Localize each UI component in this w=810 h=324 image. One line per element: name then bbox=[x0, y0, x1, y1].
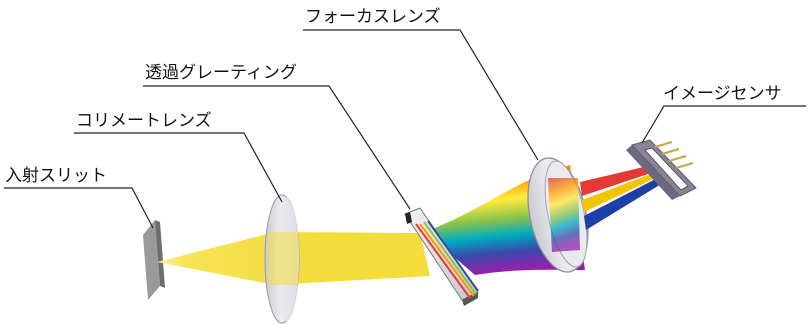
focused-rays bbox=[580, 162, 671, 230]
label-grating-text: 透過グレーティング bbox=[145, 63, 297, 83]
label-focus-lens-text: フォーカスレンズ bbox=[305, 7, 441, 27]
focus-lens bbox=[527, 157, 589, 273]
label-sensor-text: イメージセンサ bbox=[663, 84, 782, 104]
label-sensor: イメージセンサ bbox=[641, 84, 806, 144]
label-focus-lens: フォーカスレンズ bbox=[303, 7, 539, 161]
label-collimator: コリメートレンズ bbox=[74, 111, 283, 203]
label-grating: 透過グレーティング bbox=[143, 63, 411, 210]
label-slit: 入射スリット bbox=[4, 166, 154, 229]
entrance-slit bbox=[143, 220, 165, 300]
sensor-pins bbox=[654, 141, 694, 169]
transmission-grating bbox=[404, 207, 479, 306]
collimator-lens bbox=[264, 194, 300, 324]
image-sensor bbox=[626, 139, 697, 200]
label-collimator-text: コリメートレンズ bbox=[76, 111, 212, 131]
light-beam bbox=[157, 232, 430, 285]
label-slit-text: 入射スリット bbox=[5, 166, 107, 186]
